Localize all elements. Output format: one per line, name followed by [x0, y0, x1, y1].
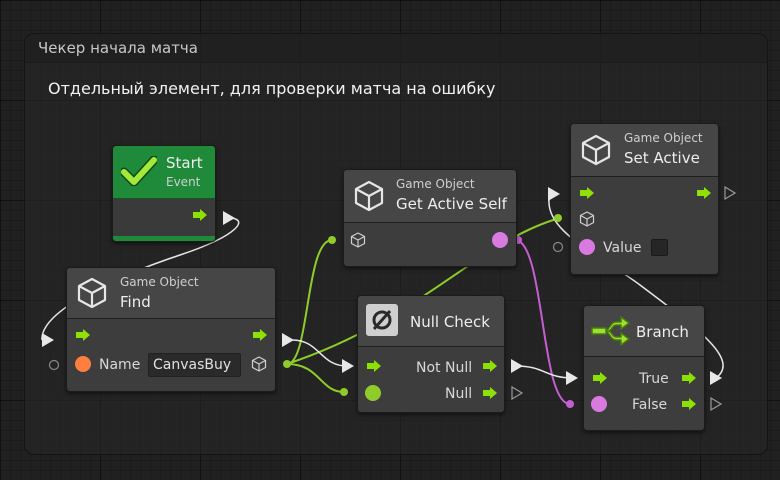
bool-input-icon [591, 396, 607, 412]
false-label: False [632, 397, 668, 413]
null-label: Null [445, 386, 473, 402]
start-title: Start [166, 154, 203, 172]
find-title: Find [120, 293, 151, 311]
group-comment: Отдельный элемент, для проверки матча на… [48, 79, 496, 98]
cube-input-icon [579, 211, 595, 227]
object-input-icon [365, 385, 381, 401]
null-icon [366, 304, 398, 336]
null-check-title: Null Check [410, 313, 490, 331]
flow-out-arrow-icon [483, 387, 497, 399]
setactive-flow-out-port [724, 185, 737, 201]
get-active-self-title: Get Active Self [396, 195, 507, 213]
wire-find-to-setactive [286, 217, 561, 365]
cube-input-icon [350, 232, 366, 248]
nullcheck-in-port [340, 388, 348, 396]
setactive-value-in-port [552, 241, 564, 253]
start-bottom-stripe [113, 236, 215, 241]
null-check-node[interactable]: Null Check Not Null Null [357, 295, 505, 413]
wire-find-to-nullcheck-flow [291, 339, 348, 367]
getactiveself-in-port [328, 236, 336, 244]
flow-in-arrow-icon [76, 329, 90, 341]
check-icon [121, 156, 157, 186]
nullcheck-notnull-out-port [511, 359, 523, 373]
branch-icon [591, 316, 630, 346]
flow-in-arrow-icon [593, 372, 607, 384]
cube-icon [581, 134, 611, 166]
find-flow-out-port [282, 333, 294, 347]
find-name-field[interactable]: CanvasBuy [148, 353, 241, 377]
cube-icon [77, 277, 107, 309]
find-name-in-port [48, 359, 60, 371]
flow-out-arrow-icon [682, 398, 696, 410]
set-active-category: Game Object [624, 131, 703, 145]
nullcheck-null-out-port [511, 385, 524, 401]
start-subtitle: Event [166, 175, 201, 189]
set-active-value-label: Value [603, 240, 642, 256]
set-active-value-checkbox[interactable] [651, 239, 668, 256]
wire-find-to-getactiveself [286, 239, 333, 365]
flow-in-arrow-icon [580, 187, 594, 199]
wire-find-to-nullcheck [286, 363, 345, 393]
cube-output-icon [251, 356, 267, 372]
get-active-self-node[interactable]: Game Object Get Active Self [343, 169, 517, 267]
true-label: True [639, 371, 669, 387]
set-active-title: Set Active [624, 149, 700, 167]
setactive-flow-in-port [548, 187, 560, 201]
wire-branch-to-setactive-flow [548, 193, 724, 379]
branch-node[interactable]: Branch True False [583, 305, 705, 431]
cube-icon [354, 180, 384, 212]
get-active-self-category: Game Object [396, 177, 475, 191]
find-flow-in-port [42, 333, 54, 347]
branch-flow-in-port [566, 371, 578, 385]
find-name-label: Name [99, 357, 141, 373]
wire-activeself-to-branch [514, 239, 571, 405]
not-null-label: Not Null [416, 360, 473, 376]
bool-output-icon [492, 232, 508, 248]
branch-true-out-port [710, 371, 722, 385]
branch-false-out-port [710, 396, 723, 412]
start-node[interactable]: Start Event [112, 145, 216, 242]
nullcheck-flow-in-port [342, 359, 354, 373]
flow-out-arrow-icon [682, 372, 696, 384]
branch-in-port [566, 400, 574, 408]
start-flow-out-port [223, 211, 235, 225]
bool-input-icon [579, 239, 595, 255]
flow-arrow-icon [193, 209, 207, 221]
string-port-icon [75, 356, 91, 372]
setactive-target-in-port [554, 214, 562, 222]
find-object-out-port [283, 360, 291, 368]
set-active-node[interactable]: Game Object Set Active Value [570, 123, 719, 275]
wire-start-to-find [41, 217, 240, 341]
branch-title: Branch [636, 323, 689, 341]
flow-out-arrow-icon [253, 329, 267, 341]
find-node[interactable]: Game Object Find Name CanvasBuy [66, 267, 276, 392]
wire-nullcheck-to-branch-flow [515, 365, 574, 379]
flow-out-arrow-icon [483, 360, 497, 372]
find-category: Game Object [120, 275, 199, 289]
flow-in-arrow-icon [367, 360, 381, 372]
flow-out-arrow-icon [697, 187, 711, 199]
group-title[interactable]: Чекер начала матча [25, 34, 767, 63]
